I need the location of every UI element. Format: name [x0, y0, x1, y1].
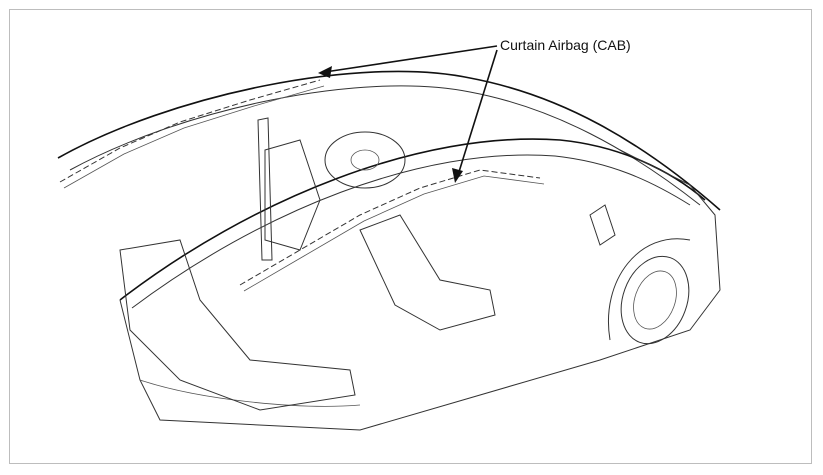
front-left-seat [264, 139, 321, 251]
right-roof-rail-inner [131, 154, 691, 309]
callout-arrowhead-left [318, 66, 332, 78]
left-roof-rail [57, 70, 721, 211]
rear-seat [119, 239, 356, 411]
left-roof-rail-inner [69, 85, 701, 206]
callout-arrowhead-right [452, 168, 463, 183]
callout-leader-right [457, 49, 498, 176]
front-right-curtain-airbag [239, 169, 541, 286]
wheel-arch [608, 238, 691, 341]
callout-leader-left [324, 45, 498, 73]
side-mirror [589, 204, 616, 246]
rear-bumper [139, 379, 361, 407]
curtain-airbag-label: Curtain Airbag (CAB) [500, 37, 631, 53]
diagram-frame [9, 9, 812, 464]
car-body-outline [119, 149, 721, 431]
rear-left-curtain-airbag [59, 79, 321, 183]
b-pillar [257, 117, 273, 261]
front-right-seat [359, 214, 496, 331]
steering-wheel [324, 131, 406, 189]
right-roof-rail [119, 138, 706, 301]
front-wheel [620, 255, 690, 345]
